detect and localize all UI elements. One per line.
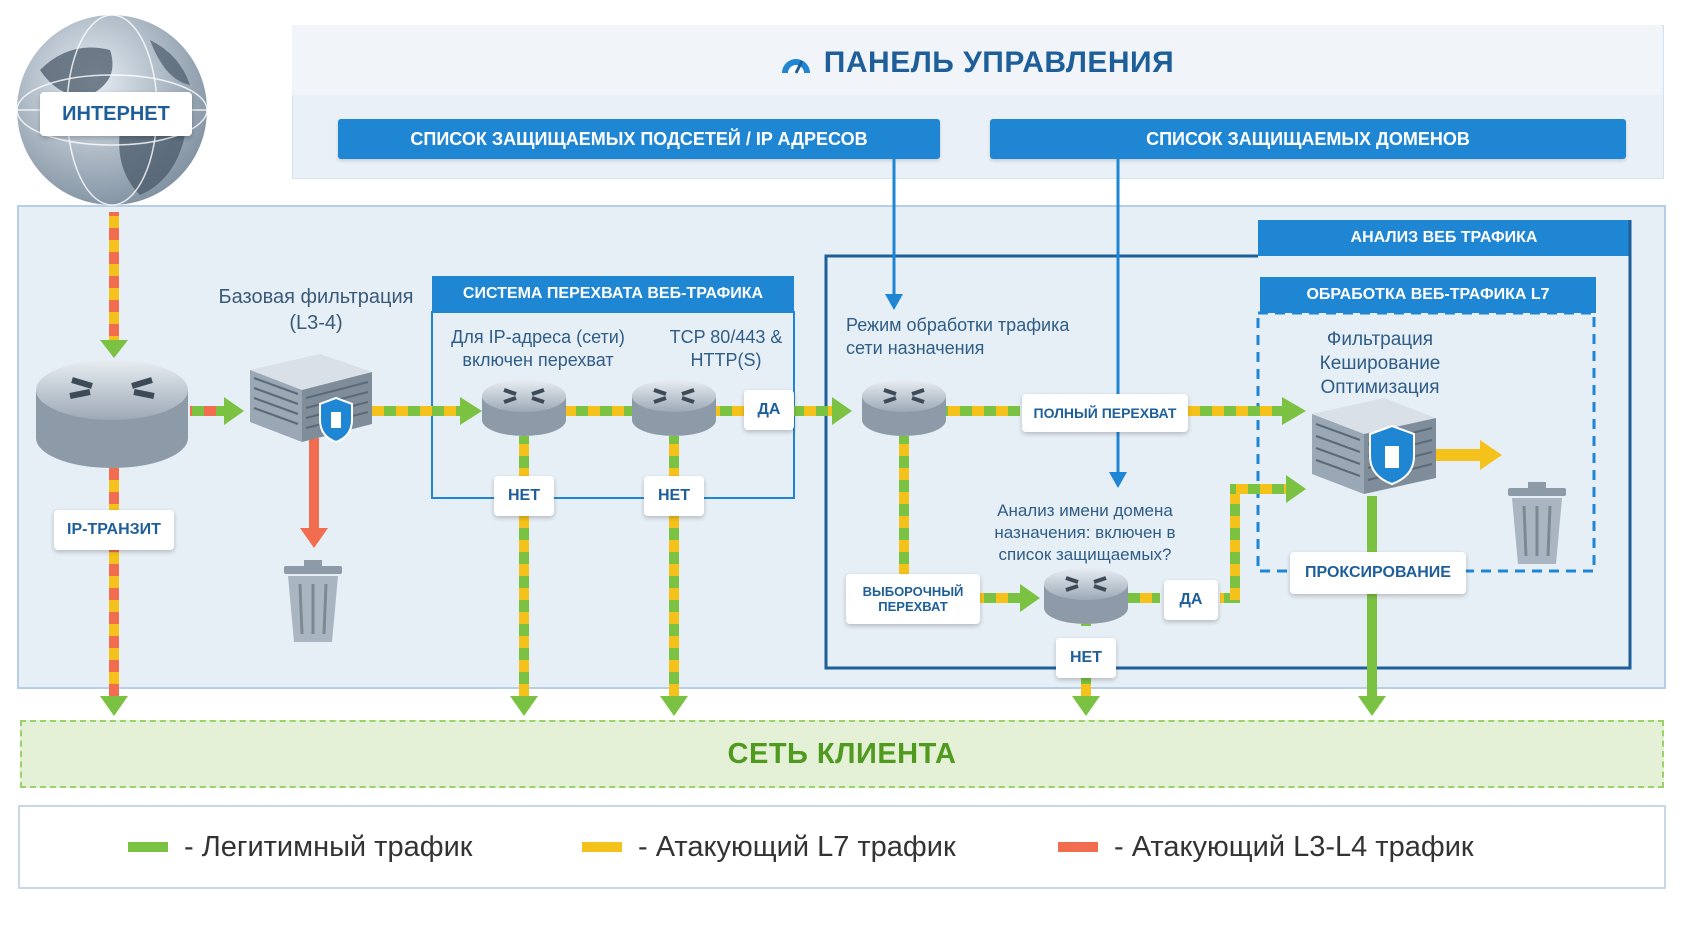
trash-icon xyxy=(284,560,342,642)
router-icon-3 xyxy=(862,380,946,436)
no-label-tcp: НЕТ xyxy=(644,476,704,516)
legend: - Легитимный трафик - Атакующий L7 трафи… xyxy=(18,805,1666,889)
dashboard-icon xyxy=(781,59,810,74)
l7-functions: Фильтрация Кеширование Оптимизация xyxy=(1290,328,1470,399)
l7-server-icon xyxy=(1312,398,1436,494)
client-network-label: СЕТЬ КЛИЕНТА xyxy=(727,737,957,770)
web-analysis-header: АНАЛИЗ ВЕБ ТРАФИКА xyxy=(1258,220,1630,256)
l7-function-caching: Кеширование xyxy=(1319,352,1441,374)
legend-item-legit: - Легитимный трафик xyxy=(128,807,472,887)
interception-condition-1: Для IP-адреса (сети) включен перехват xyxy=(451,327,625,371)
base-filter-label: Базовая фильтрация (L3-4) xyxy=(218,286,414,334)
legend-label-legit: - Легитимный трафик xyxy=(184,830,473,863)
yes-label-interception: ДА xyxy=(744,390,794,430)
no-label-ip: НЕТ xyxy=(494,476,554,516)
router-icon-4 xyxy=(1044,568,1128,624)
yes-label-domain: ДА xyxy=(1164,580,1218,620)
control-panel-title-row: ПАНЕЛЬ УПРАВЛЕНИЯ xyxy=(292,38,1662,88)
trash-icon-l7 xyxy=(1508,482,1566,564)
router-icon-1 xyxy=(482,380,566,436)
control-panel-header xyxy=(292,25,1662,95)
filter-server-icon xyxy=(250,354,372,444)
l7-processing-header: ОБРАБОТКА ВЕБ-ТРАФИКА L7 xyxy=(1260,277,1596,313)
legend-label-l7: - Атакующий L7 трафик xyxy=(638,830,956,863)
no-label-domain: НЕТ xyxy=(1056,638,1116,678)
l7-function-optimization: Оптимизация xyxy=(1320,376,1440,398)
legend-swatch-legit xyxy=(128,842,168,852)
internet-label: ИНТЕРНЕТ xyxy=(40,92,192,136)
interception-header: СИСТЕМА ПЕРЕХВАТА ВЕБ-ТРАФИКА xyxy=(432,276,794,312)
selective-intercept-label: ВЫБОРОЧНЫЙ ПЕРЕХВАТ xyxy=(846,574,980,624)
legend-swatch-l34 xyxy=(1058,842,1098,852)
legend-swatch-l7 xyxy=(582,842,622,852)
subnets-list-button[interactable]: СПИСОК ЗАЩИЩАЕМЫХ ПОДСЕТЕЙ / IP АДРЕСОВ xyxy=(338,119,940,159)
router-icon-2 xyxy=(632,380,716,436)
legend-item-l34: - Атакующий L3-L4 трафик xyxy=(1058,807,1474,887)
full-intercept-label: ПОЛНЫЙ ПЕРЕХВАТ xyxy=(1022,394,1188,432)
core-router-icon xyxy=(36,360,188,468)
ip-transit-label: IP-ТРАНЗИТ xyxy=(54,510,174,550)
traffic-mode-text: Режим обработки трафика сети назначения xyxy=(846,315,1070,359)
l7-function-filtering: Фильтрация xyxy=(1326,329,1434,350)
client-network: СЕТЬ КЛИЕНТА xyxy=(20,720,1664,788)
control-panel-title: ПАНЕЛЬ УПРАВЛЕНИЯ xyxy=(823,46,1175,79)
proxy-label: ПРОКСИРОВАНИЕ xyxy=(1290,552,1466,594)
legend-label-l34: - Атакующий L3-L4 трафик xyxy=(1114,830,1474,863)
legend-item-l7: - Атакующий L7 трафик xyxy=(582,807,956,887)
domain-check-text: Анализ имени домена назначения: включен … xyxy=(994,501,1176,565)
interception-condition-2: TCP 80/443 & HTTP(S) xyxy=(669,327,783,371)
domains-list-button[interactable]: СПИСОК ЗАЩИЩАЕМЫХ ДОМЕНОВ xyxy=(990,119,1626,159)
